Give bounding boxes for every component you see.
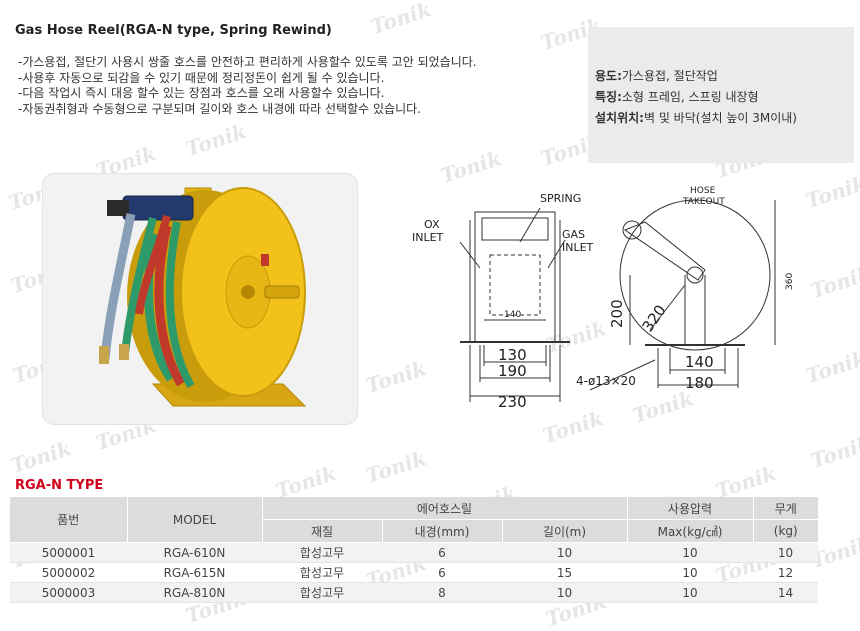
description-line: -다음 작업시 즉시 대응 할수 있는 장점과 호스를 오래 사용할수 있습니다… <box>18 86 385 100</box>
label-ox-inlet-1: OX <box>424 218 440 231</box>
cell-material: 합성고무 <box>262 542 382 563</box>
section-title: RGA-N TYPE <box>15 478 104 493</box>
page-title: Gas Hose Reel(RGA-N type, Spring Rewind) <box>15 23 332 38</box>
cell-weight: 12 <box>753 562 818 583</box>
holes-spec: 4-ø13×20 <box>576 374 636 388</box>
cell-material: 합성고무 <box>262 562 382 583</box>
dim-140-base: 140 <box>685 353 714 371</box>
watermark: Tonik <box>807 431 860 473</box>
cell-part-no: 5000001 <box>10 542 127 563</box>
header-air-hose: 에어호스릴 <box>262 497 628 520</box>
table-row: 5000002 RGA-615N 합성고무 6 15 10 12 <box>10 562 818 583</box>
info-box: 용도:가스용접, 절단작업 특징:소형 프레임, 스프링 내장형 설치위치:벽 … <box>588 27 854 163</box>
cell-material: 합성고무 <box>262 582 382 603</box>
cell-inner-dia: 8 <box>382 582 502 603</box>
description-line: -사용후 자동으로 되감을 수 있기 때문에 정리정돈이 쉽게 될 수 있습니다… <box>18 70 385 85</box>
dim-140-inner: 140 <box>504 310 521 320</box>
table-row: 5000001 RGA-610N 합성고무 6 10 10 10 <box>10 542 818 563</box>
info-feature-label: 특징: <box>595 90 622 104</box>
header-length: 길이(m) <box>502 519 628 543</box>
info-feature-value: 소형 프레임, 스프링 내장형 <box>621 90 759 104</box>
label-gas-inlet-1: GAS <box>562 228 585 241</box>
header-pressure: 사용압력 <box>627 497 754 520</box>
cell-pressure: 10 <box>627 582 753 603</box>
info-install-label: 설치위치: <box>595 111 644 125</box>
dim-130: 130 <box>498 346 527 364</box>
watermark: Tonik <box>7 436 75 478</box>
cell-model: RGA-810N <box>127 582 262 603</box>
cell-weight: 14 <box>753 582 818 603</box>
label-hose-takeout-1: HOSE <box>690 186 716 196</box>
header-weight-unit: (kg) <box>753 519 818 543</box>
dim-190: 190 <box>498 362 527 380</box>
cell-part-no: 5000002 <box>10 562 127 583</box>
dim-320: 320 <box>639 302 670 336</box>
cell-pressure: 10 <box>627 542 753 563</box>
header-part-no: 품번 <box>10 497 128 543</box>
hose-reel-illustration <box>99 187 307 407</box>
header-pressure-unit: Max(kg/㎠) <box>627 519 754 543</box>
info-feature: 특징:소형 프레임, 스프링 내장형 <box>595 88 759 105</box>
dim-230: 230 <box>498 393 527 411</box>
info-install-value: 벽 및 바닥(설치 높이 3M이내) <box>643 111 797 125</box>
dimension-drawing: SPRING OX INLET GAS INLET HOSE TAKEOUT 1… <box>412 186 795 411</box>
dim-200: 200 <box>608 299 626 328</box>
label-hose-takeout-2: TAKEOUT <box>682 197 725 207</box>
header-inner-dia: 내경(mm) <box>382 519 503 543</box>
cell-pressure: 10 <box>627 562 753 583</box>
cell-length: 10 <box>502 582 627 603</box>
header-material: 재질 <box>262 519 383 543</box>
cell-model: RGA-615N <box>127 562 262 583</box>
cell-model: RGA-610N <box>127 542 262 563</box>
info-install: 설치위치:벽 및 바닥(설치 높이 3M이내) <box>595 109 797 126</box>
product-photo <box>42 173 358 425</box>
info-usage-value: 가스용접, 절단작업 <box>621 69 718 83</box>
watermark: Tonik <box>367 0 435 39</box>
watermark: Tonik <box>182 119 250 161</box>
spec-table: 품번 MODEL 에어호스릴 사용압력 무게 재질 내경(mm) 길이(m) M… <box>10 497 818 603</box>
description-line: -자동권취형과 수동형으로 구분되며 길이와 호스 내경에 따라 선택할수 있습… <box>18 101 421 116</box>
header-weight: 무게 <box>753 497 818 520</box>
cell-inner-dia: 6 <box>382 542 502 563</box>
header-model: MODEL <box>127 497 263 543</box>
cell-inner-dia: 6 <box>382 562 502 583</box>
info-usage-label: 용도: <box>595 69 622 83</box>
cell-length: 15 <box>502 562 627 583</box>
cell-weight: 10 <box>753 542 818 563</box>
cell-length: 10 <box>502 542 627 563</box>
label-spring: SPRING <box>540 192 581 205</box>
label-ox-inlet-2: INLET <box>412 231 444 244</box>
label-gas-inlet-2: INLET <box>562 241 594 254</box>
cell-part-no: 5000003 <box>10 582 127 603</box>
info-usage: 용도:가스용접, 절단작업 <box>595 67 718 84</box>
dim-180: 180 <box>685 374 714 392</box>
watermark: Tonik <box>362 446 430 488</box>
description-block: -가스용접, 절단기 사용시 쌍줄 호스를 안전하고 편리하게 사용할수 있도록… <box>18 55 598 117</box>
table-row: 5000003 RGA-810N 합성고무 8 10 10 14 <box>10 582 818 603</box>
description-line: -가스용접, 절단기 사용시 쌍줄 호스를 안전하고 편리하게 사용할수 있도록… <box>18 55 477 69</box>
dim-360: 360 <box>785 273 795 290</box>
technical-drawing: SPRING OX INLET GAS INLET HOSE TAKEOUT 1… <box>400 180 855 430</box>
